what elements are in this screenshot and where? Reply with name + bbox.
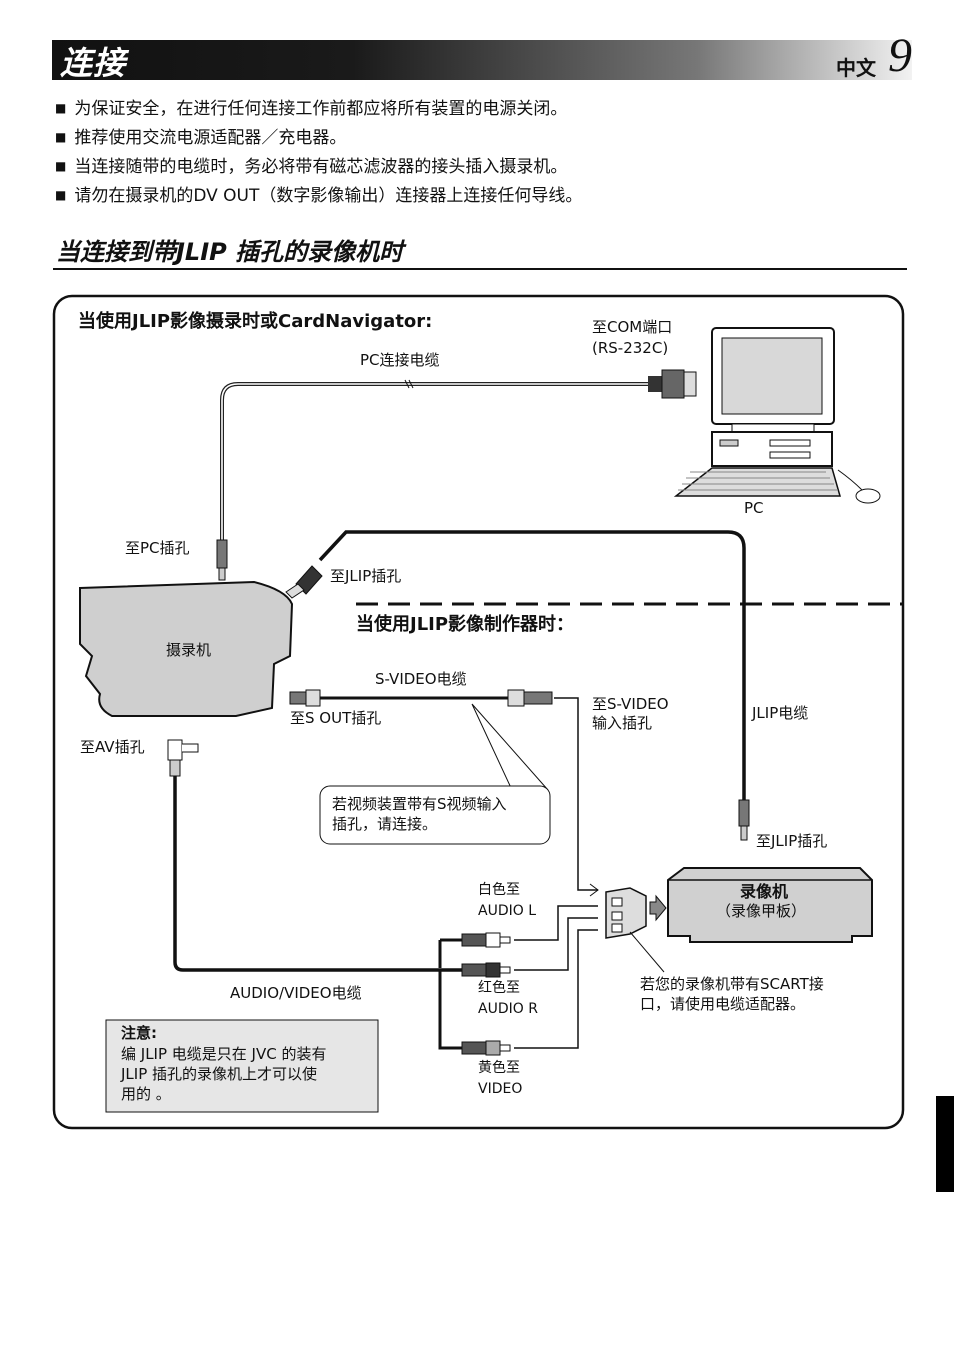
rs232c-label: (RS-232C)	[592, 339, 669, 357]
heading-jlip-capture: 当使用JLIP影像摄录时或CardNavigator:	[78, 311, 433, 332]
audio-r-label: AUDIO R	[478, 1001, 538, 1017]
language-label: 中文	[836, 56, 876, 80]
pc-cable	[220, 382, 650, 540]
red-label: 红色至	[478, 980, 520, 996]
yellow-label: 黄色至	[478, 1060, 520, 1076]
svideo-plug-right-icon	[507, 689, 553, 707]
av-plug-icon	[167, 739, 199, 777]
jlip-plug-icon	[285, 565, 323, 599]
red-rca-plug-icon	[461, 962, 511, 978]
diagram-frame	[52, 294, 905, 1130]
to-s-out-label: 至S OUT插孔	[290, 709, 382, 727]
white-rca-plug-icon	[461, 932, 511, 948]
to-av-jack-label: 至AV插孔	[80, 738, 145, 756]
svideo-plug-left-icon	[289, 689, 321, 707]
audio-l-label: AUDIO L	[478, 903, 537, 919]
svideo-in-jack-label: 输入插孔	[592, 714, 653, 732]
vcr-sub-label: （录像甲板）	[716, 902, 807, 920]
camcorder-body	[79, 580, 294, 717]
list-item: 为保证安全，在进行任何连接工作前都应将所有装置的电源关闭。	[55, 95, 582, 124]
svideo-note-line1: 若视频装置带有S视频输入	[332, 795, 507, 813]
svideo-note-line2: 插孔，请连接。	[332, 815, 438, 833]
caution-box	[105, 1019, 379, 1113]
svideo-cable-label: S-VIDEO电缆	[375, 670, 467, 688]
vcr-label: 录像机	[740, 882, 789, 901]
list-item: 当连接随带的电缆时，务必将带有磁芯滤波器的接头插入摄录机。	[55, 153, 582, 182]
caution-line1: 编 JLIP 电缆是只在 JVC 的装有	[121, 1045, 327, 1063]
video-label: VIDEO	[478, 1081, 523, 1097]
db9-connector-icon	[648, 369, 697, 399]
av-cable-label: AUDIO/VIDEO电缆	[230, 984, 362, 1002]
section-tab-marker	[936, 1096, 954, 1192]
safety-list: 为保证安全，在进行任何连接工作前都应将所有装置的电源关闭。 推荐使用交流电源适配…	[55, 95, 582, 211]
svideo-note-box	[319, 785, 551, 845]
list-item: 推荐使用交流电源适配器／充电器。	[55, 124, 582, 153]
scart-note-line2: 口，请使用电缆适配器。	[640, 995, 806, 1013]
pc-computer-icon	[673, 327, 881, 504]
jlip-cable-label: JLIP电缆	[752, 704, 809, 722]
caution-title: 注意:	[121, 1024, 157, 1042]
jlip-plug-vcr-icon	[738, 799, 750, 841]
av-cable	[173, 776, 462, 972]
section-title: 当连接到带JLIP 插孔的录像机时	[56, 238, 404, 266]
to-jlip-jack2-label: 至JLIP插孔	[756, 832, 828, 850]
caution-line3: 用的 。	[121, 1085, 171, 1103]
yellow-rca-plug-icon	[461, 1040, 511, 1056]
to-jlip-jack-label: 至JLIP插孔	[330, 567, 402, 585]
caution-line2: JLIP 插孔的录像机上才可以使	[121, 1065, 318, 1083]
to-pc-jack-label: 至PC插孔	[125, 539, 190, 557]
vcr-icon	[667, 867, 873, 943]
scart-adapter-icon	[605, 887, 647, 939]
heading-jlip-producer: 当使用JLIP影像制作器时：	[356, 614, 575, 635]
pc-label: PC	[744, 499, 764, 517]
page-title: 连接	[60, 44, 127, 82]
to-svideo-in-label: 至S-VIDEO	[592, 695, 669, 713]
header-bar	[52, 40, 912, 80]
arrow-icon	[649, 894, 667, 922]
com-port-label: 至COM端口	[592, 318, 673, 336]
jlip-cable	[318, 530, 746, 800]
camcorder-label: 摄录机	[166, 641, 212, 659]
pc-cable-label: PC连接电缆	[360, 351, 440, 369]
scart-note-line1: 若您的录像机带有SCART接	[640, 975, 824, 993]
page-number: 9	[888, 29, 912, 82]
white-label: 白色至	[478, 882, 520, 898]
pc-plug-icon	[216, 539, 228, 581]
section-rule	[53, 268, 907, 270]
list-item: 请勿在摄录机的DV OUT（数字影像输出）连接器上连接任何导线。	[55, 182, 582, 211]
